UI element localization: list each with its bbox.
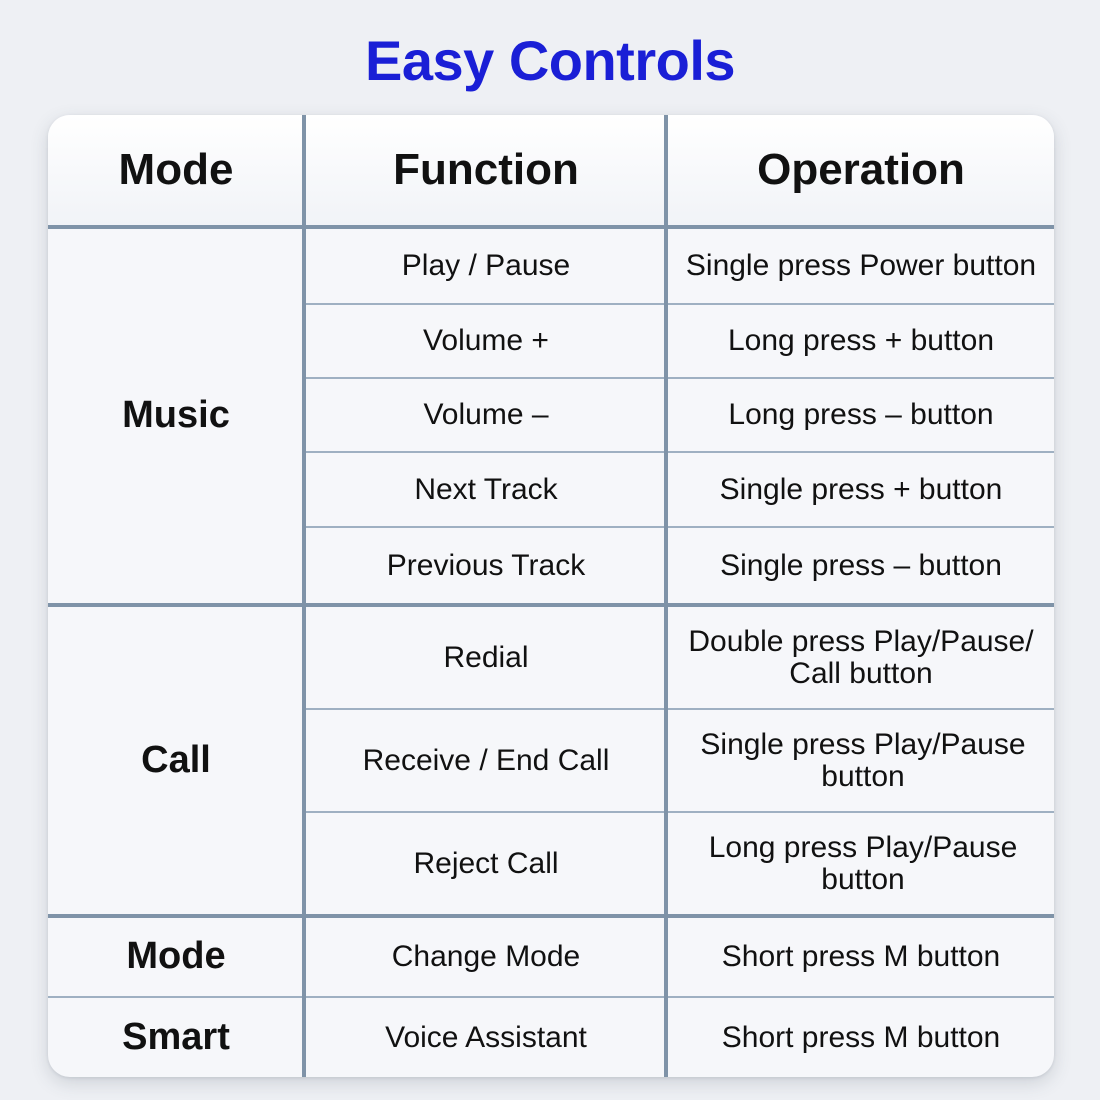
operation-cell: Long press + button [727,324,995,358]
operation-cell: Long press – button [728,398,994,432]
function-cell: Receive / End Call [362,743,610,777]
header-mode: Mode [118,144,234,194]
header-operation: Operation [757,144,965,194]
operation-cell: Long press Play/Pause button [708,831,1018,896]
header-function: Function [393,144,579,194]
controls-table: Mode Function Operation Music Play / Pau… [48,115,1054,1077]
operation-cell: Single press Power button [685,249,1037,283]
operation-cell: Single press Play/Pause button [700,728,1026,793]
mode-call: Call [141,738,211,781]
column-divider [302,115,306,1077]
operation-cell: Single press + button [719,472,1003,506]
function-cell: Redial [443,640,529,674]
mode-music: Music [122,394,230,437]
mode-mode: Mode [126,935,226,978]
function-cell: Voice Assistant [385,1020,587,1054]
column-divider [664,115,668,1077]
function-cell: Volume – [423,398,549,432]
operation-cell: Double press Play/Pause/ Call button [688,625,1034,690]
function-cell: Next Track [414,472,558,506]
mode-smart: Smart [122,1015,230,1058]
function-cell: Volume + [423,324,549,358]
function-cell: Reject Call [413,846,559,880]
page-title: Easy Controls [364,29,736,92]
function-cell: Change Mode [391,940,581,974]
operation-cell: Short press M button [721,940,1001,974]
operation-cell: Short press M button [721,1020,1001,1054]
operation-cell: Single press – button [720,548,1002,582]
function-cell: Previous Track [386,548,586,582]
function-cell: Play / Pause [401,249,571,283]
